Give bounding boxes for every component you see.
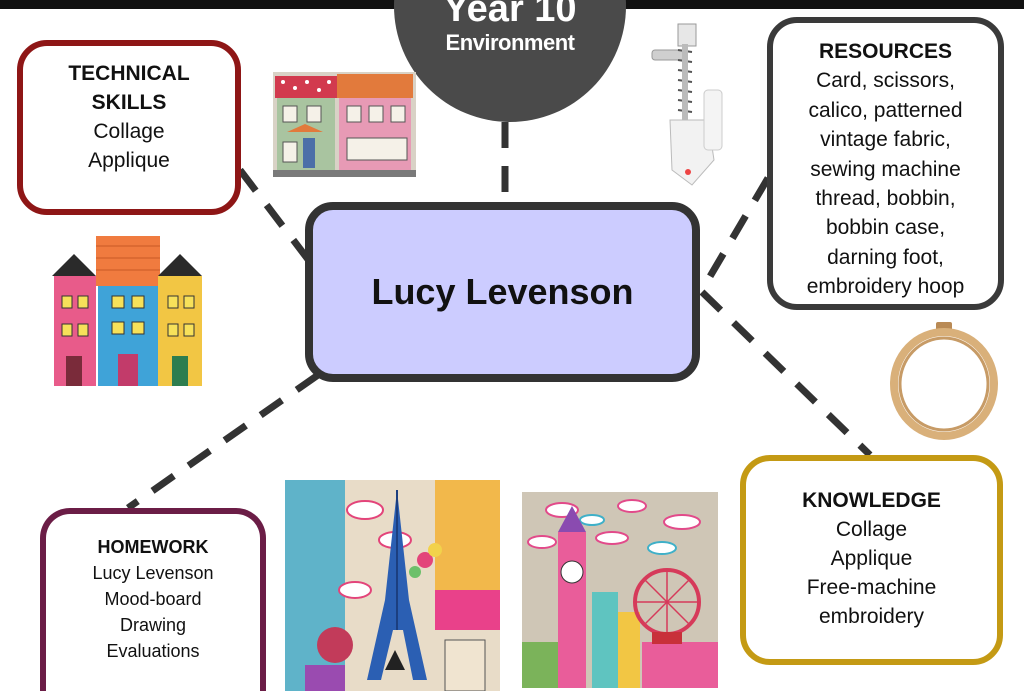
resources-line: darning foot,	[827, 245, 944, 269]
topic-hub-circle: Year 10 Environment	[394, 0, 626, 122]
technical-skills-box: TECHNICAL SKILLS Collage Applique	[17, 40, 241, 215]
homework-item: Evaluations	[106, 641, 200, 662]
resources-line: bobbin case,	[825, 216, 946, 240]
resources-heading: RESOURCES	[818, 40, 953, 63]
technical-skills-heading: TECHNICAL SKILLS	[68, 62, 190, 114]
knowledge-heading: KNOWLEDGE	[802, 489, 941, 512]
knowledge-item: Free-machine	[806, 575, 937, 599]
top-rule-left	[0, 0, 420, 9]
top-rule-right	[600, 0, 1024, 9]
resources-line: vintage fabric,	[820, 128, 951, 152]
connector-knowledge	[699, 289, 873, 458]
hub-title: Year 10	[443, 0, 577, 30]
artist-name: Lucy Levenson	[371, 271, 634, 312]
resources-line: embroidery hoop	[806, 275, 965, 299]
resources-line: Card, scissors,	[816, 69, 955, 93]
connector-technical	[237, 167, 313, 265]
technical-skill-item: Applique	[88, 148, 170, 172]
homework-heading: HOMEWORK	[97, 537, 209, 557]
homework-box: HOMEWORK Lucy Levenson Mood-board Drawin…	[40, 508, 266, 691]
resources-line: calico, patterned	[808, 98, 963, 122]
darning-foot-image	[651, 23, 723, 186]
connector-homework	[125, 372, 321, 511]
fabric-houses-collage-image	[273, 72, 416, 177]
knowledge-item: Collage	[835, 517, 908, 541]
resources-box: RESOURCES Card, scissors, calico, patter…	[767, 17, 1004, 310]
artist-name-box: Lucy Levenson	[305, 202, 700, 382]
hub-subtitle: Environment	[445, 30, 575, 55]
embroidery-hoop-image	[890, 322, 998, 440]
technical-skill-item: Collage	[93, 119, 165, 143]
colourful-houses-image	[52, 236, 202, 386]
homework-item: Lucy Levenson	[92, 563, 214, 584]
resources-line: thread, bobbin,	[815, 186, 956, 210]
homework-item: Drawing	[119, 615, 187, 636]
knowledge-item: embroidery	[818, 604, 925, 628]
knowledge-box: KNOWLEDGE Collage Applique Free-machine …	[740, 455, 1003, 665]
resources-line: sewing machine	[810, 157, 961, 181]
knowledge-item: Applique	[830, 546, 913, 570]
connector-resources	[698, 176, 772, 292]
london-textile-art-image	[522, 492, 718, 688]
homework-item: Mood-board	[104, 589, 202, 610]
paris-textile-art-image	[285, 480, 500, 691]
